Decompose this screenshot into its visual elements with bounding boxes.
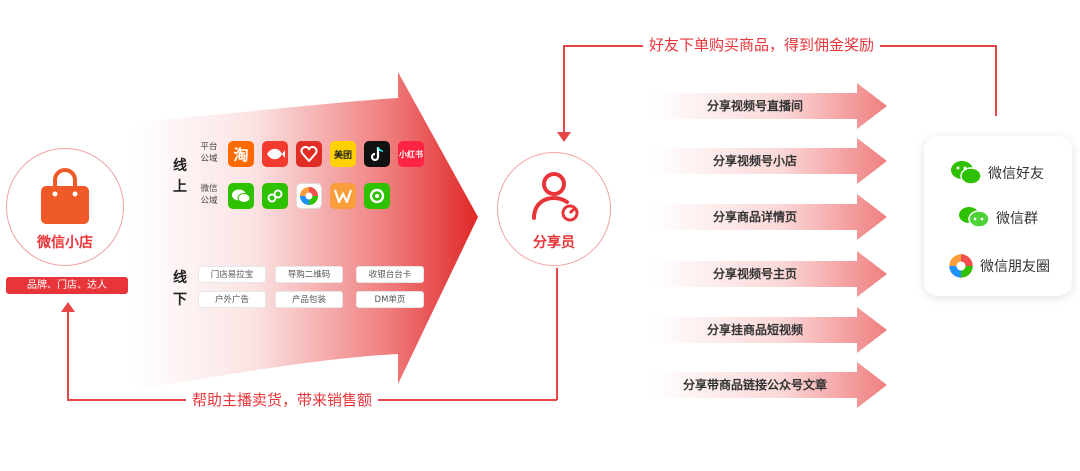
meituan-icon: 美团 xyxy=(330,141,356,167)
shop-title: 微信小店 xyxy=(37,235,93,251)
top-connector-left-vertical xyxy=(563,45,565,137)
wechat-group-icon xyxy=(959,207,990,228)
search-icon xyxy=(364,183,390,209)
wechat-label-1: 微信 xyxy=(200,184,218,194)
offline-chip: DM单页 xyxy=(356,291,424,308)
bottom-connector-arrowhead xyxy=(61,302,75,312)
target-label: 微信群 xyxy=(996,211,1038,227)
share-arrow xyxy=(651,138,887,184)
offline-label-2: 下 xyxy=(173,292,187,308)
top-caption: 好友下单购买商品，得到佣金奖励 xyxy=(643,34,881,55)
shopping-bag-icon xyxy=(41,168,89,224)
offline-chip: 收银台台卡 xyxy=(356,266,424,283)
platform-label-1: 平台 xyxy=(200,142,218,152)
bottom-caption: 帮助主播卖货，带来销售额 xyxy=(186,389,379,410)
share-method-label: 分享视频号主页 xyxy=(712,267,797,281)
wechat-icon xyxy=(951,161,982,185)
offline-label-1: 线 xyxy=(173,270,187,286)
share-arrow xyxy=(651,362,887,408)
channels-icon xyxy=(330,183,356,209)
share-method-label: 分享视频号小店 xyxy=(712,154,797,168)
target-wechat-friends: 微信好友 xyxy=(950,160,1044,186)
taobao-icon: 淘 xyxy=(228,141,254,167)
share-arrow xyxy=(651,251,887,297)
top-connector-right-vertical xyxy=(995,46,997,116)
share-arrow xyxy=(651,194,887,240)
target-label: 微信朋友圈 xyxy=(980,259,1050,275)
share-method-label: 分享视频号直播间 xyxy=(706,99,803,113)
share-arrow xyxy=(651,307,887,353)
offline-chip: 导购二维码 xyxy=(275,266,343,283)
pinduoduo-icon xyxy=(296,141,322,167)
share-method-label: 分享商品详情页 xyxy=(712,210,797,224)
target-label: 微信好友 xyxy=(988,166,1044,182)
xiaohongshu-icon: 小红书 xyxy=(398,141,424,167)
online-label-1: 线 xyxy=(173,158,187,174)
offline-chip: 门店易拉宝 xyxy=(198,266,266,283)
share-method-label: 分享挂商品短视频 xyxy=(706,323,803,337)
fish-icon xyxy=(262,141,288,167)
sharer-circle xyxy=(497,152,611,266)
platform-label-2: 公域 xyxy=(200,154,218,164)
bottom-connector-left-vertical xyxy=(67,310,69,400)
douyin-icon xyxy=(364,141,390,167)
wechat-targets-panel xyxy=(924,136,1072,296)
bottom-connector-right-vertical xyxy=(556,268,558,400)
target-wechat-moments: 微信朋友圈 xyxy=(948,253,1050,279)
wechat-label-2: 公域 xyxy=(200,196,218,206)
share-method-label: 分享带商品链接公众号文章 xyxy=(682,378,827,392)
user-share-icon xyxy=(532,172,579,222)
wechat-icon xyxy=(228,183,254,209)
moments-icon xyxy=(949,254,973,278)
top-connector-arrowhead xyxy=(557,132,571,142)
offline-chip: 户外广告 xyxy=(198,291,266,308)
sharer-title: 分享员 xyxy=(533,235,575,251)
moments-icon xyxy=(296,183,322,209)
share-arrow xyxy=(651,83,887,129)
offline-chip: 产品包装 xyxy=(275,291,343,308)
funnel-arrow xyxy=(133,72,478,390)
shop-subtitle: 品牌、门店、达人 xyxy=(6,277,128,294)
mini-program-icon xyxy=(262,183,288,209)
target-wechat-group: 微信群 xyxy=(958,205,1038,231)
online-label-2: 上 xyxy=(173,179,187,195)
